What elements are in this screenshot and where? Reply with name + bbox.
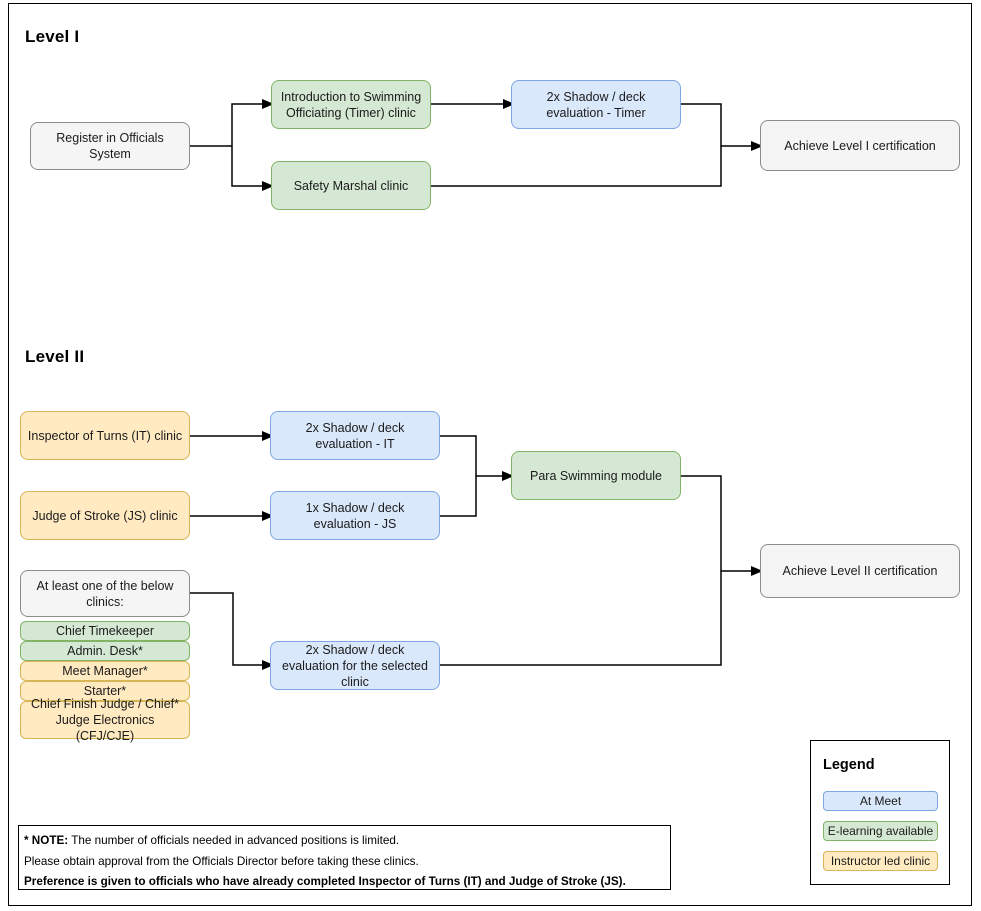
level-1-heading: Level I [25,27,80,46]
list-item-starter[interactable]: Starter* [20,681,190,701]
node-shadow-deck-evaluation-timer[interactable]: 2x Shadow / deck evaluation - Timer [511,80,681,129]
node-safety-marshal-clinic[interactable]: Safety Marshal clinic [271,161,431,210]
legend-chip-at-meet: At Meet [823,791,938,811]
list-item-chief-timekeeper[interactable]: Chief Timekeeper [20,621,190,641]
list-item-admin-desk[interactable]: Admin. Desk* [20,641,190,661]
list-item-chief-finish-judge-chief-judge-electronics[interactable]: Chief Finish Judge / Chief* Judge Electr… [20,697,190,743]
page-border [8,3,972,906]
note-line-1: * NOTE: The number of officials needed i… [24,834,399,847]
node-at-least-one-of-the-below-clinics[interactable]: At least one of the below clinics: [20,570,190,617]
note-line-3: Preference is given to officials who hav… [24,875,626,888]
node-shadow-deck-evaluation-js[interactable]: 1x Shadow / deck evaluation - JS [270,491,440,540]
note-asterisk-label: * NOTE: [24,834,69,847]
legend-chip-e-learning-available: E-learning available [823,821,938,841]
note-line-2: Please obtain approval from the Official… [24,855,419,868]
legend-title: Legend [823,757,875,773]
note-panel [18,825,671,890]
node-achieve-level-1-certification[interactable]: Achieve Level I certification [760,120,960,171]
node-introduction-to-swimming-officiating-clinic[interactable]: Introduction to Swimming Officiating (Ti… [271,80,431,129]
list-item-meet-manager[interactable]: Meet Manager* [20,661,190,681]
legend-chip-instructor-led-clinic: Instructor led clinic [823,851,938,871]
node-shadow-deck-evaluation-selected-clinic[interactable]: 2x Shadow / deck evaluation for the sele… [270,641,440,690]
node-inspector-of-turns-clinic[interactable]: Inspector of Turns (IT) clinic [20,411,190,460]
node-register-in-officials-system[interactable]: Register in Officials System [30,122,190,170]
node-judge-of-stroke-clinic[interactable]: Judge of Stroke (JS) clinic [20,491,190,540]
node-para-swimming-module[interactable]: Para Swimming module [511,451,681,500]
note-line-1-text: The number of officials needed in advanc… [68,834,400,847]
node-shadow-deck-evaluation-it[interactable]: 2x Shadow / deck evaluation - IT [270,411,440,460]
level-2-heading: Level II [25,347,85,366]
node-achieve-level-2-certification[interactable]: Achieve Level II certification [760,544,960,598]
